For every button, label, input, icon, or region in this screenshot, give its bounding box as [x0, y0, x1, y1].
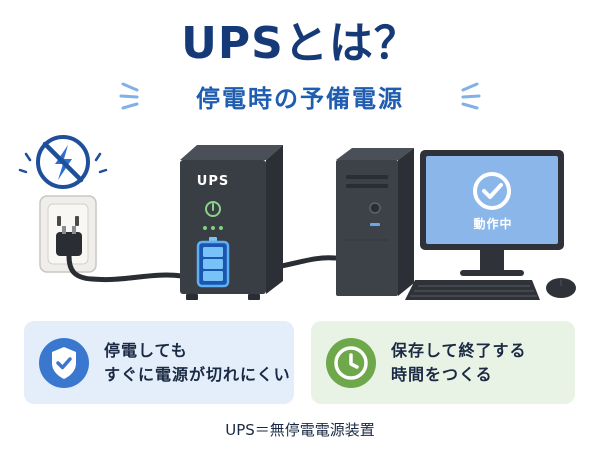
pc-tower-icon: [336, 148, 414, 296]
shield-check-icon: [39, 337, 89, 388]
ups-device-icon: [180, 145, 283, 300]
benefit-card-time-line1: 保存して終了する: [391, 340, 527, 360]
ups-illustration: [18, 135, 576, 300]
benefit-card-power-line1: 停電しても: [104, 340, 188, 360]
benefit-card-power-line2: すぐに電源が切れにくい: [104, 364, 291, 384]
benefit-card-power-text: 停電しても すぐに電源が切れにくい: [104, 339, 291, 387]
monitor-icon: [420, 150, 564, 276]
keyboard-icon: [405, 280, 540, 300]
benefit-card-time-line2: 時間をつくる: [391, 364, 493, 384]
monitor-status-label: 動作中: [473, 217, 513, 231]
benefit-card-time: 保存して終了する 時間をつくる: [311, 321, 575, 404]
check-icon: [473, 172, 511, 210]
ups-device-label: UPS: [196, 174, 230, 189]
emphasis-lines-right-icon: [461, 82, 481, 110]
page-subtitle: 停電時の予備電源: [196, 85, 404, 113]
benefit-card-power: 停電しても すぐに電源が切れにくい: [24, 321, 294, 404]
clock-icon: [326, 337, 376, 388]
benefit-card-time-text: 保存して終了する 時間をつくる: [391, 339, 527, 387]
page-title: UPSとは？: [181, 18, 419, 69]
footnote: UPS＝無停電電源装置: [225, 421, 375, 439]
no-power-icon: [18, 135, 108, 189]
battery-icon: [196, 237, 230, 288]
mouse-icon: [546, 278, 576, 298]
emphasis-lines-left-icon: [119, 82, 139, 110]
